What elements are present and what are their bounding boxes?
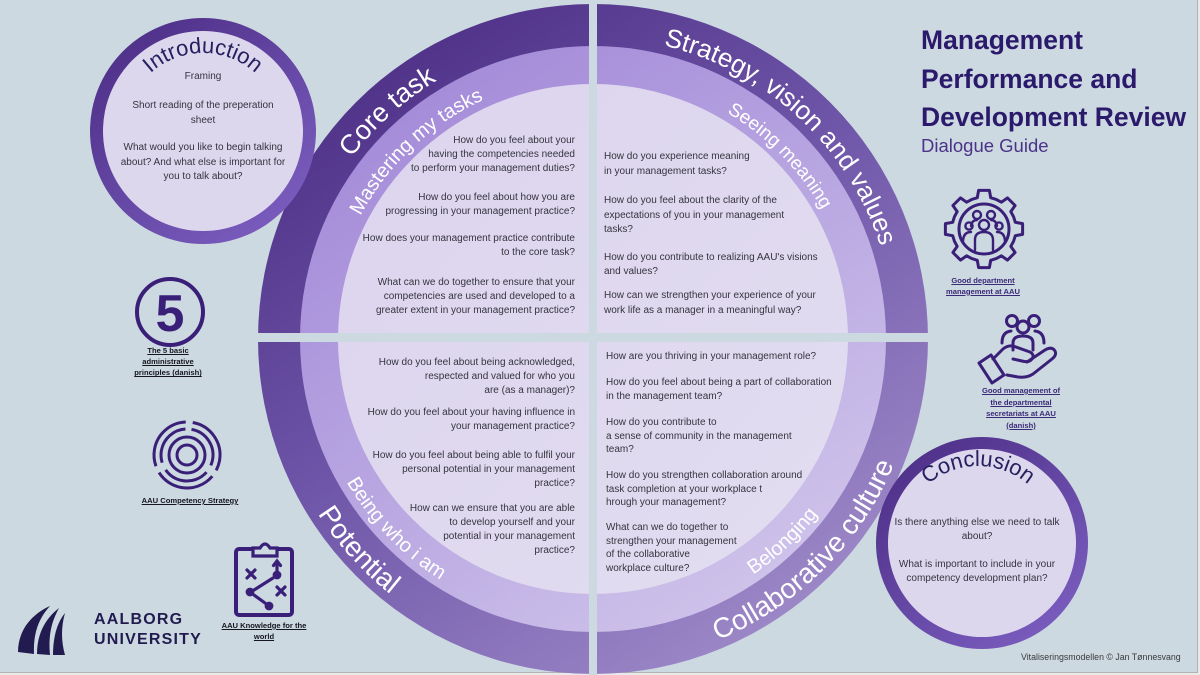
play-dot (245, 587, 255, 597)
aau-logo-mark (18, 606, 65, 655)
conclusion-item: What is important to include in your com… (898, 559, 1056, 585)
question: What can we do together to strengthen yo… (606, 522, 737, 574)
target-outer-arc-inner (159, 427, 215, 483)
person-body (1011, 334, 1035, 352)
clipboard-clip (251, 542, 279, 558)
person-head (977, 218, 991, 232)
clipboard-strategy-icon[interactable] (234, 542, 294, 617)
logo-blade (37, 608, 59, 655)
title-line: Performance and (921, 63, 1138, 94)
logo-line-university: UNIVERSITY (94, 630, 203, 648)
introduction-item: What would you like to begin talking abo… (120, 142, 286, 183)
introduction-item: Framing (184, 70, 222, 82)
play-dot (272, 570, 282, 580)
number-five-glyph: 5 (156, 285, 185, 343)
question: How do you feel about being a part of co… (606, 377, 832, 402)
question: How do you feel about your having influe… (367, 406, 575, 432)
person-body (1000, 329, 1046, 345)
quadrant-divider-horizontal (250, 333, 940, 342)
aau-logo-text: AALBORG UNIVERSITY (94, 610, 202, 649)
introduction-item: Short reading of the preperation sheet (132, 100, 274, 126)
introduction-circle: Introduction (90, 18, 316, 244)
gear-people-icon[interactable] (943, 188, 1025, 270)
conclusion-circle: Conclusion (876, 437, 1088, 649)
hand-cuff (977, 353, 1006, 385)
logo-line-aalborg: AALBORG (94, 611, 184, 628)
person-body (995, 230, 1007, 244)
page-title: Management Performance and Development R… (921, 21, 1186, 137)
person-head (964, 221, 974, 231)
link-good-department-management[interactable]: Good department management at AAU (946, 275, 1020, 296)
hand-people-icon[interactable] (977, 314, 1058, 385)
question: How can we ensure that you are able to d… (409, 503, 575, 556)
link-competency-strategy[interactable]: AAU Competency Strategy (141, 496, 239, 505)
title-line: Management (921, 25, 1083, 55)
link-good-secretariat-management[interactable]: Good management of the departmental secr… (981, 386, 1061, 430)
question: How do you experience meaning in your ma… (604, 151, 750, 177)
number-five-icon[interactable]: 5 (135, 277, 205, 347)
title-line: Development Review (921, 102, 1187, 132)
person-head (1005, 314, 1019, 328)
person-head (971, 209, 983, 221)
conclusion-fill (888, 449, 1076, 637)
question: How do you feel about the clarity of the… (604, 195, 785, 235)
hand-palm (1005, 346, 1058, 379)
question: How do you feel about how you are progre… (385, 192, 575, 218)
person-head (1015, 319, 1031, 335)
play-x-mark (245, 568, 257, 580)
gear-inner-circle (957, 202, 1011, 256)
question: How do you contribute to realizing AAU's… (604, 251, 818, 278)
person-head (1027, 314, 1041, 328)
person-body (969, 218, 999, 228)
question: How do you strengthen collaboration arou… (606, 470, 803, 509)
person-head (985, 209, 997, 221)
person-body (961, 230, 973, 244)
question: How do you feel about your having the co… (411, 135, 575, 175)
page-subtitle: Dialogue Guide (921, 134, 1049, 156)
target-center-ring (175, 443, 199, 467)
person-head (994, 221, 1004, 231)
link-five-principles[interactable]: The 5 basic administrative principles (d… (134, 346, 202, 378)
vitalization-model: Core task Mastering my tasks Strategy, v… (250, 0, 940, 675)
gear-outline (943, 188, 1025, 270)
logo-blade (18, 606, 50, 654)
question: What can we do together to ensure that y… (376, 277, 575, 317)
question: How do you contribute to a sense of comm… (606, 417, 792, 456)
logo-blade (53, 613, 65, 655)
introduction-fill (103, 31, 303, 231)
question: How can we strengthen your experience of… (604, 290, 816, 316)
question: How are you thriving in your management … (606, 351, 817, 362)
question: How do you feel about being able to fulf… (372, 450, 575, 489)
people-group (961, 209, 1007, 252)
target-rings-icon[interactable] (149, 417, 225, 493)
play-line (252, 576, 275, 605)
person-body (973, 230, 995, 252)
link-knowledge-for-the-world[interactable]: AAU Knowledge for the world (221, 621, 307, 641)
question: How do you feel about being acknowledged… (378, 356, 575, 396)
number-five-circle (135, 277, 205, 347)
play-arrow (271, 558, 283, 573)
play-dot (264, 601, 274, 611)
footer-credit: Vitaliseringsmodellen © Jan Tønnesvang (1021, 652, 1181, 662)
play-x-mark (275, 585, 287, 597)
target-outer-arc (152, 420, 222, 490)
target-middle-ring (167, 435, 207, 475)
question: How does your management practice contri… (362, 233, 575, 259)
conclusion-item: Is there anything else we need to talk a… (894, 517, 1060, 543)
